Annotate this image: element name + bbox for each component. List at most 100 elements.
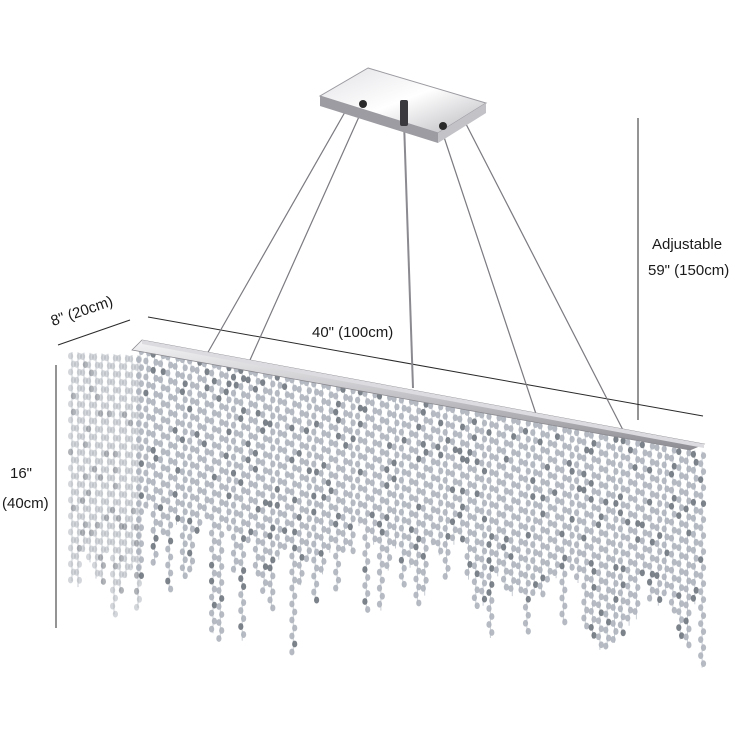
crystal-strand xyxy=(384,393,393,571)
crystal-strand xyxy=(157,351,166,536)
crystal-strand xyxy=(537,421,546,598)
height-label-line2: (40cm) xyxy=(2,495,49,512)
crystal-strand xyxy=(690,450,699,605)
crystal-strand xyxy=(581,430,590,630)
chandelier-frame xyxy=(131,339,706,451)
canopy-screw-right xyxy=(439,122,447,130)
frame-front-edge xyxy=(142,340,704,448)
crystal-strand xyxy=(515,417,524,594)
crystal-strand xyxy=(595,432,604,650)
crystal-strand xyxy=(245,367,254,544)
crystal-strand xyxy=(230,365,239,573)
crystal-strand xyxy=(479,411,488,606)
crystal-strand xyxy=(647,442,656,602)
crystal-strand xyxy=(391,394,400,549)
crystal-strand xyxy=(104,353,112,554)
crystal-strand xyxy=(362,389,371,613)
cable-inner-left xyxy=(249,109,363,361)
cable-outer-left xyxy=(206,111,346,355)
crystal-strand xyxy=(625,438,634,626)
crystal-strand xyxy=(92,353,100,579)
crystal-strand xyxy=(449,405,458,545)
crystal-strand xyxy=(179,355,188,580)
crystal-strand xyxy=(289,375,298,656)
crystal-strand xyxy=(398,396,407,588)
crystal-strand xyxy=(252,369,261,577)
crystal-strand xyxy=(552,424,561,579)
crystal-strand xyxy=(311,380,320,604)
crystal-strand xyxy=(559,425,568,626)
crystal-strand xyxy=(457,407,466,543)
crystal-strand xyxy=(194,358,203,534)
crystal-strand xyxy=(493,413,502,577)
crystal-strand xyxy=(86,352,94,563)
crystal-curtain xyxy=(68,347,707,668)
crystal-strand xyxy=(588,431,597,639)
crystal-strand xyxy=(428,401,436,546)
crystal-strand xyxy=(223,363,232,532)
crystal-strand xyxy=(122,354,130,579)
crystal-strand xyxy=(282,374,290,551)
depth-dimension-line xyxy=(57,319,131,346)
crystal-strand xyxy=(165,353,174,593)
crystal-strand xyxy=(471,409,480,610)
crystal-strand xyxy=(632,439,641,620)
crystal-strand xyxy=(150,350,159,566)
drop-label-line2: 59" (150cm) xyxy=(648,262,730,279)
width-label: 40" (100cm) xyxy=(312,324,394,341)
dimension-lines xyxy=(55,118,704,628)
crystal-strand xyxy=(603,434,612,650)
crystal-strand xyxy=(683,448,692,649)
crystal-strand xyxy=(530,420,539,596)
crystal-strand xyxy=(610,435,619,643)
crystal-strand xyxy=(369,390,378,545)
crystal-strand xyxy=(420,400,429,596)
crystal-strand xyxy=(347,386,356,555)
crystal-strand xyxy=(216,362,225,642)
drop-label-line1: Adjustable xyxy=(652,236,723,253)
crystal-strand xyxy=(238,366,247,641)
crystal-strand xyxy=(435,403,444,556)
cable-inner-right xyxy=(440,127,538,418)
crystal-strand xyxy=(698,451,707,668)
crystal-strand xyxy=(267,371,276,612)
crystal-strand xyxy=(668,446,677,614)
crystal-strand xyxy=(318,381,327,575)
crystal-strand xyxy=(355,388,363,527)
crystal-strand xyxy=(661,444,670,597)
crystal-strand xyxy=(68,352,76,584)
crystal-strand xyxy=(544,423,553,583)
crystal-strand xyxy=(303,378,312,563)
canopy-screw-left xyxy=(359,100,367,108)
crystal-strand xyxy=(136,347,144,584)
crystal-strand xyxy=(486,412,495,638)
width-dimension-line xyxy=(147,316,704,417)
crystal-strand xyxy=(654,443,663,606)
crystal-strand xyxy=(442,404,451,580)
crystal-strand xyxy=(172,354,181,525)
crystal-strand xyxy=(522,419,531,635)
crystal-strand xyxy=(639,440,648,577)
crystal-strand xyxy=(333,384,342,592)
cord-grip xyxy=(400,100,408,126)
crystal-strand xyxy=(464,408,473,580)
crystal-strand xyxy=(676,447,685,640)
crystal-strand xyxy=(566,427,575,571)
power-cord xyxy=(403,121,414,389)
crystal-strand xyxy=(501,415,509,591)
crystal-strand xyxy=(574,428,583,584)
crystal-strand xyxy=(617,436,626,637)
crystal-strand xyxy=(260,370,269,594)
cable-outer-right xyxy=(465,123,625,433)
crystal-strand xyxy=(325,382,334,553)
crystal-strand xyxy=(406,397,415,568)
crystal-strand xyxy=(143,348,152,509)
crystal-strand xyxy=(376,392,385,611)
crystal-strand xyxy=(340,385,349,553)
crystal-strand xyxy=(274,373,283,560)
crystal-strand xyxy=(187,357,196,573)
crystal-strand xyxy=(209,361,217,634)
canopy-side-face xyxy=(438,103,486,143)
crystal-strand xyxy=(413,398,422,607)
